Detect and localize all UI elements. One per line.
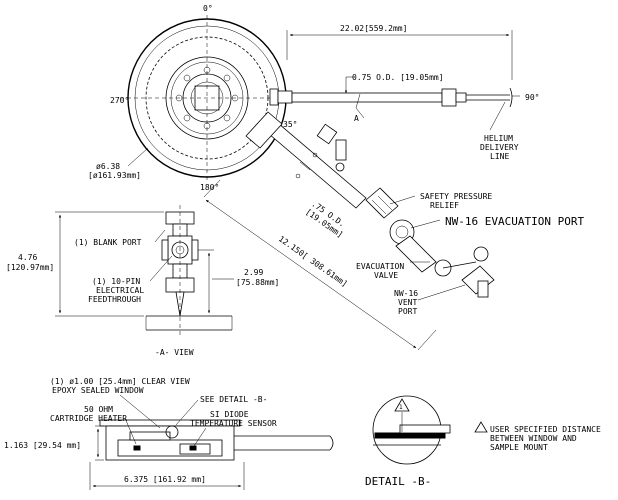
diode-label-line2: TEMPERATURE SENSOR xyxy=(190,419,277,428)
side-view-drawing xyxy=(99,419,334,461)
dim-arm-length: 12.150[ 308.61mm] xyxy=(277,234,349,288)
detail-b-warning-mark: 1 xyxy=(399,404,403,411)
diode-label-line1: SI DIODE xyxy=(210,410,249,419)
helium-label-line1: HELIUM xyxy=(484,134,513,143)
blank-port-label: (1) BLANK PORT xyxy=(74,238,142,247)
angle-35-label: 35° xyxy=(283,120,297,129)
vent-port-line1: NW-16 xyxy=(394,289,418,298)
angle-180-label: 180° xyxy=(200,183,219,192)
angle-90-label: 90° xyxy=(525,93,539,102)
heater-label-line1: 50 OHM xyxy=(84,405,113,414)
evac-valve-line2: VALVE xyxy=(374,271,398,280)
dim-tube-od: 0.75 O.D. [19.05mm] xyxy=(352,73,444,82)
angle-0-label: 0° xyxy=(203,4,213,13)
window-label-line1: (1) ø1.00 [25.4mm] CLEAR VIEW xyxy=(50,377,190,386)
heater-label-line2: CARTRIDGE HEATER xyxy=(50,414,127,423)
dim-offset-line2: [75.88mm] xyxy=(236,278,279,287)
window-label-line2: EPOXY SEALED WINDOW xyxy=(52,386,144,395)
vent-port-line2: VENT xyxy=(398,298,417,307)
see-detail-label: SEE DETAIL -B- xyxy=(200,395,267,404)
detail-b-note-line3: SAMPLE MOUNT xyxy=(490,443,548,452)
detail-b-title: DETAIL -B- xyxy=(365,475,431,488)
feedthrough-line3: FEEDTHROUGH xyxy=(88,295,141,304)
angle-270-label: 270° xyxy=(110,96,129,105)
dim-offset-line1: 2.99 xyxy=(244,268,263,277)
vent-port-line3: PORT xyxy=(398,307,417,316)
dim-side-width: 6.375 [161.92 mm] xyxy=(124,475,206,484)
safety-relief-line1: SAFETY PRESSURE xyxy=(420,192,492,201)
dim-side-height: 1.163 [29.54 mm] xyxy=(4,441,81,450)
detail-b-note-line1: USER SPECIFIED DISTANCE xyxy=(490,425,601,434)
view-a-title: -A- VIEW xyxy=(155,348,194,357)
dim-diameter-line1: ø6.38 xyxy=(96,162,120,171)
view-a-drawing xyxy=(145,205,233,336)
evac-valve-line1: EVACUATION xyxy=(356,262,404,271)
evacuation-port-label: NW-16 EVACUATION PORT xyxy=(445,215,584,228)
helium-transfer-arm xyxy=(269,87,513,108)
section-a-marker: A xyxy=(354,114,359,123)
safety-relief-line2: RELIEF xyxy=(430,201,459,210)
helium-label-line3: LINE xyxy=(490,152,509,161)
feedthrough-line2: ELECTRICAL xyxy=(96,286,144,295)
warning-triangle-icon xyxy=(474,421,488,433)
dim-height-line2: [120.97mm] xyxy=(6,263,54,272)
dim-height-line1: 4.76 xyxy=(18,253,37,262)
feedthrough-line1: (1) 10-PIN xyxy=(92,277,140,286)
cryostat-head-top-view xyxy=(120,15,292,183)
detail-b-drawing xyxy=(372,395,451,465)
helium-label-line2: DELIVERY xyxy=(480,143,519,152)
dim-overall-length: 22.02[559.2mm] xyxy=(340,24,407,33)
detail-b-note-line2: BETWEEN WINDOW AND xyxy=(490,434,577,443)
dim-diameter-line2: [ø161.93mm] xyxy=(88,171,141,180)
